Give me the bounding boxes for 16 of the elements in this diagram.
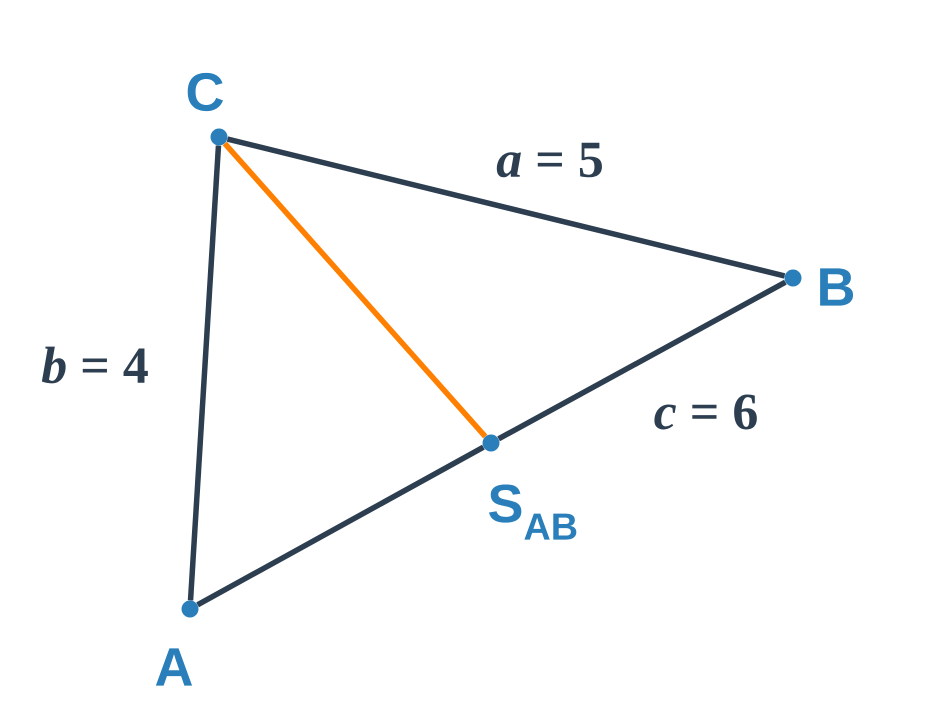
edge-label: c = 6 — [654, 394, 757, 430]
side-line — [497, 280, 787, 442]
edge-label: b = 4 — [42, 346, 148, 384]
point — [182, 600, 198, 618]
point — [482, 434, 500, 452]
point-label: B — [820, 268, 854, 306]
edge-label: a = 5 — [496, 142, 602, 178]
side-line — [226, 136, 786, 279]
point — [210, 128, 228, 146]
point-label: A — [156, 648, 192, 686]
point-label: S$_{AB}$ — [489, 484, 576, 540]
point-label: C — [188, 72, 224, 112]
point — [784, 270, 802, 286]
side-line — [188, 146, 222, 600]
side-line — [196, 444, 485, 608]
median-line — [222, 142, 488, 438]
